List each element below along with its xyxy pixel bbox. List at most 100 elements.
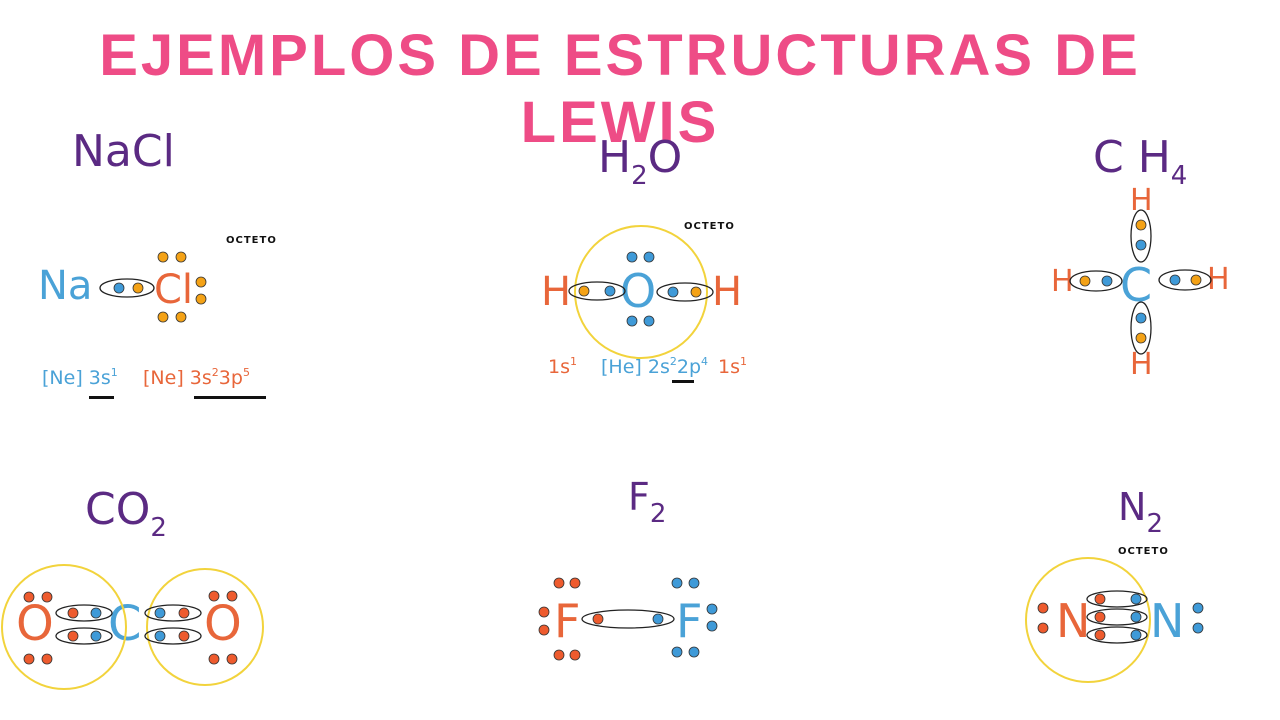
h2o-bond-ellipse-right [656, 282, 714, 302]
nacl-dot-cl [195, 293, 207, 305]
ch4-dot-h-top [1135, 219, 1147, 231]
page-title: EJEMPLOS DE ESTRUCTURAS DE LEWIS [99, 23, 1141, 155]
nacl-dot-cl [157, 311, 169, 323]
f2-dot-f-left [553, 577, 565, 589]
h2o-config-o-core: [He] [601, 356, 642, 378]
co2-octet-ring-left [1, 564, 127, 690]
co2-dot-shared-o-right [178, 607, 190, 619]
f2-atom-f-right: F [676, 594, 703, 648]
co2-dot-shared-o-right [178, 630, 190, 642]
n2-dot-n-left [1037, 602, 1049, 614]
nacl-config-cl: [Ne] 3s23p5 [143, 366, 250, 389]
n2-atom-n-left: N [1056, 594, 1091, 648]
h2o-dot-o [626, 251, 638, 263]
n2-dot-shared-left [1094, 593, 1106, 605]
h2o-config-h-left-sup: 1 [570, 355, 577, 368]
f2-formula-f: F [628, 475, 650, 519]
f2-dot-shared-left [592, 613, 604, 625]
n2-dot-shared-right [1130, 611, 1142, 623]
ch4-atom-h-right: H [1207, 262, 1230, 297]
ch4-bond-ellipse-top [1130, 209, 1152, 263]
co2-octet-ring-right [146, 568, 264, 686]
n2-dot-shared-left [1094, 611, 1106, 623]
f2-dot-f-left [538, 624, 550, 636]
ch4-formula-sub: 4 [1170, 161, 1188, 191]
nacl-bond-ellipse [99, 278, 155, 298]
co2-dot-o-left [23, 653, 35, 665]
h2o-config-o-val2: 2p [676, 356, 702, 378]
ch4-bond-ellipse-bottom [1130, 301, 1152, 355]
ch4-atom-h-top: H [1130, 183, 1153, 218]
f2-formula-sub: 2 [649, 499, 667, 529]
h2o-config-h-left-val: 1s [548, 356, 570, 378]
co2-dot-c [154, 607, 166, 619]
f2-atom-f-left: F [554, 594, 581, 648]
f2-dot-f-left [538, 606, 550, 618]
ch4-dot-c-bottom [1135, 312, 1147, 324]
co2-bond-ellipse-2 [55, 627, 113, 645]
nacl-dot-cl [157, 251, 169, 263]
co2-dot-o-right [226, 653, 238, 665]
nacl-atom-na: Na [38, 263, 93, 309]
f2-dot-f-right [706, 620, 718, 632]
h2o-dot-o [643, 315, 655, 327]
f2-dot-shared-right [652, 613, 664, 625]
nacl-dot-cl [195, 276, 207, 288]
h2o-dot-o-shared [667, 286, 679, 298]
ch4-dot-h-left [1079, 275, 1091, 287]
h2o-bond-ellipse-left [568, 281, 626, 301]
h2o-config-h-right-sup: 1 [740, 355, 747, 368]
h2o-dot-o-shared [604, 285, 616, 297]
h2o-atom-o: O [620, 264, 657, 318]
co2-dot-o-right [208, 653, 220, 665]
co2-dot-c [90, 607, 102, 619]
n2-dot-shared-left [1094, 629, 1106, 641]
h2o-config-o-sup2: 4 [701, 355, 709, 368]
nacl-dot-cl [175, 251, 187, 263]
co2-dot-c [154, 630, 166, 642]
h2o-octet-ring [574, 225, 708, 359]
co2-atom-o-right: O [204, 596, 242, 652]
nacl-valence-underline-na [89, 396, 114, 399]
co2-dot-o-right [226, 590, 238, 602]
n2-bond-ellipse-1 [1086, 590, 1148, 608]
h2o-dot-o [643, 251, 655, 263]
nacl-valence-underline-cl [194, 396, 266, 399]
f2-dot-f-right [706, 603, 718, 615]
ch4-bond-ellipse-right [1158, 269, 1212, 291]
h2o-dot-h-right [690, 286, 702, 298]
h2o-config-o-val1: 2s [647, 356, 670, 378]
n2-dot-shared-right [1130, 593, 1142, 605]
n2-dot-n-right [1192, 622, 1204, 634]
co2-bond-ellipse-1 [55, 604, 113, 622]
nacl-atom-cl: Cl [154, 267, 194, 313]
nacl-formula: NaCl [72, 126, 175, 177]
f2-dot-f-right [671, 577, 683, 589]
nacl-config-cl-sup1: 2 [211, 366, 219, 379]
h2o-config-o-sup1: 2 [669, 355, 677, 368]
h2o-config-h-right: 1s1 [718, 355, 747, 378]
co2-dot-shared-o-left [67, 630, 79, 642]
co2-formula-co: CO [85, 484, 151, 535]
n2-dot-n-right [1192, 602, 1204, 614]
ch4-formula-ch: C H [1093, 132, 1171, 183]
nacl-config-cl-val1: 3s [189, 367, 212, 389]
co2-bond-ellipse-3 [144, 604, 202, 622]
nacl-config-cl-sup2: 5 [242, 366, 250, 379]
h2o-atom-h-left: H [541, 269, 572, 315]
nacl-octeto-label: OCTETO [226, 235, 277, 246]
h2o-formula-h: H [598, 132, 632, 183]
n2-formula: N2 [1118, 488, 1163, 537]
nacl-config-na: [Ne] 3s1 [42, 366, 118, 389]
nacl-config-cl-core: [Ne] [143, 367, 184, 389]
h2o-formula-sub: 2 [631, 161, 648, 191]
nacl-dot-na [113, 282, 125, 294]
n2-formula-sub: 2 [1146, 509, 1163, 539]
h2o-formula-o: O [647, 132, 683, 183]
nacl-dot-shared-cl [132, 282, 144, 294]
h2o-valence-underline [672, 380, 694, 383]
h2o-config-o: [He] 2s22p4 [601, 355, 708, 378]
ch4-dot-c-left [1101, 275, 1113, 287]
h2o-config-h-right-val: 1s [718, 356, 740, 378]
co2-dot-o-right [208, 590, 220, 602]
